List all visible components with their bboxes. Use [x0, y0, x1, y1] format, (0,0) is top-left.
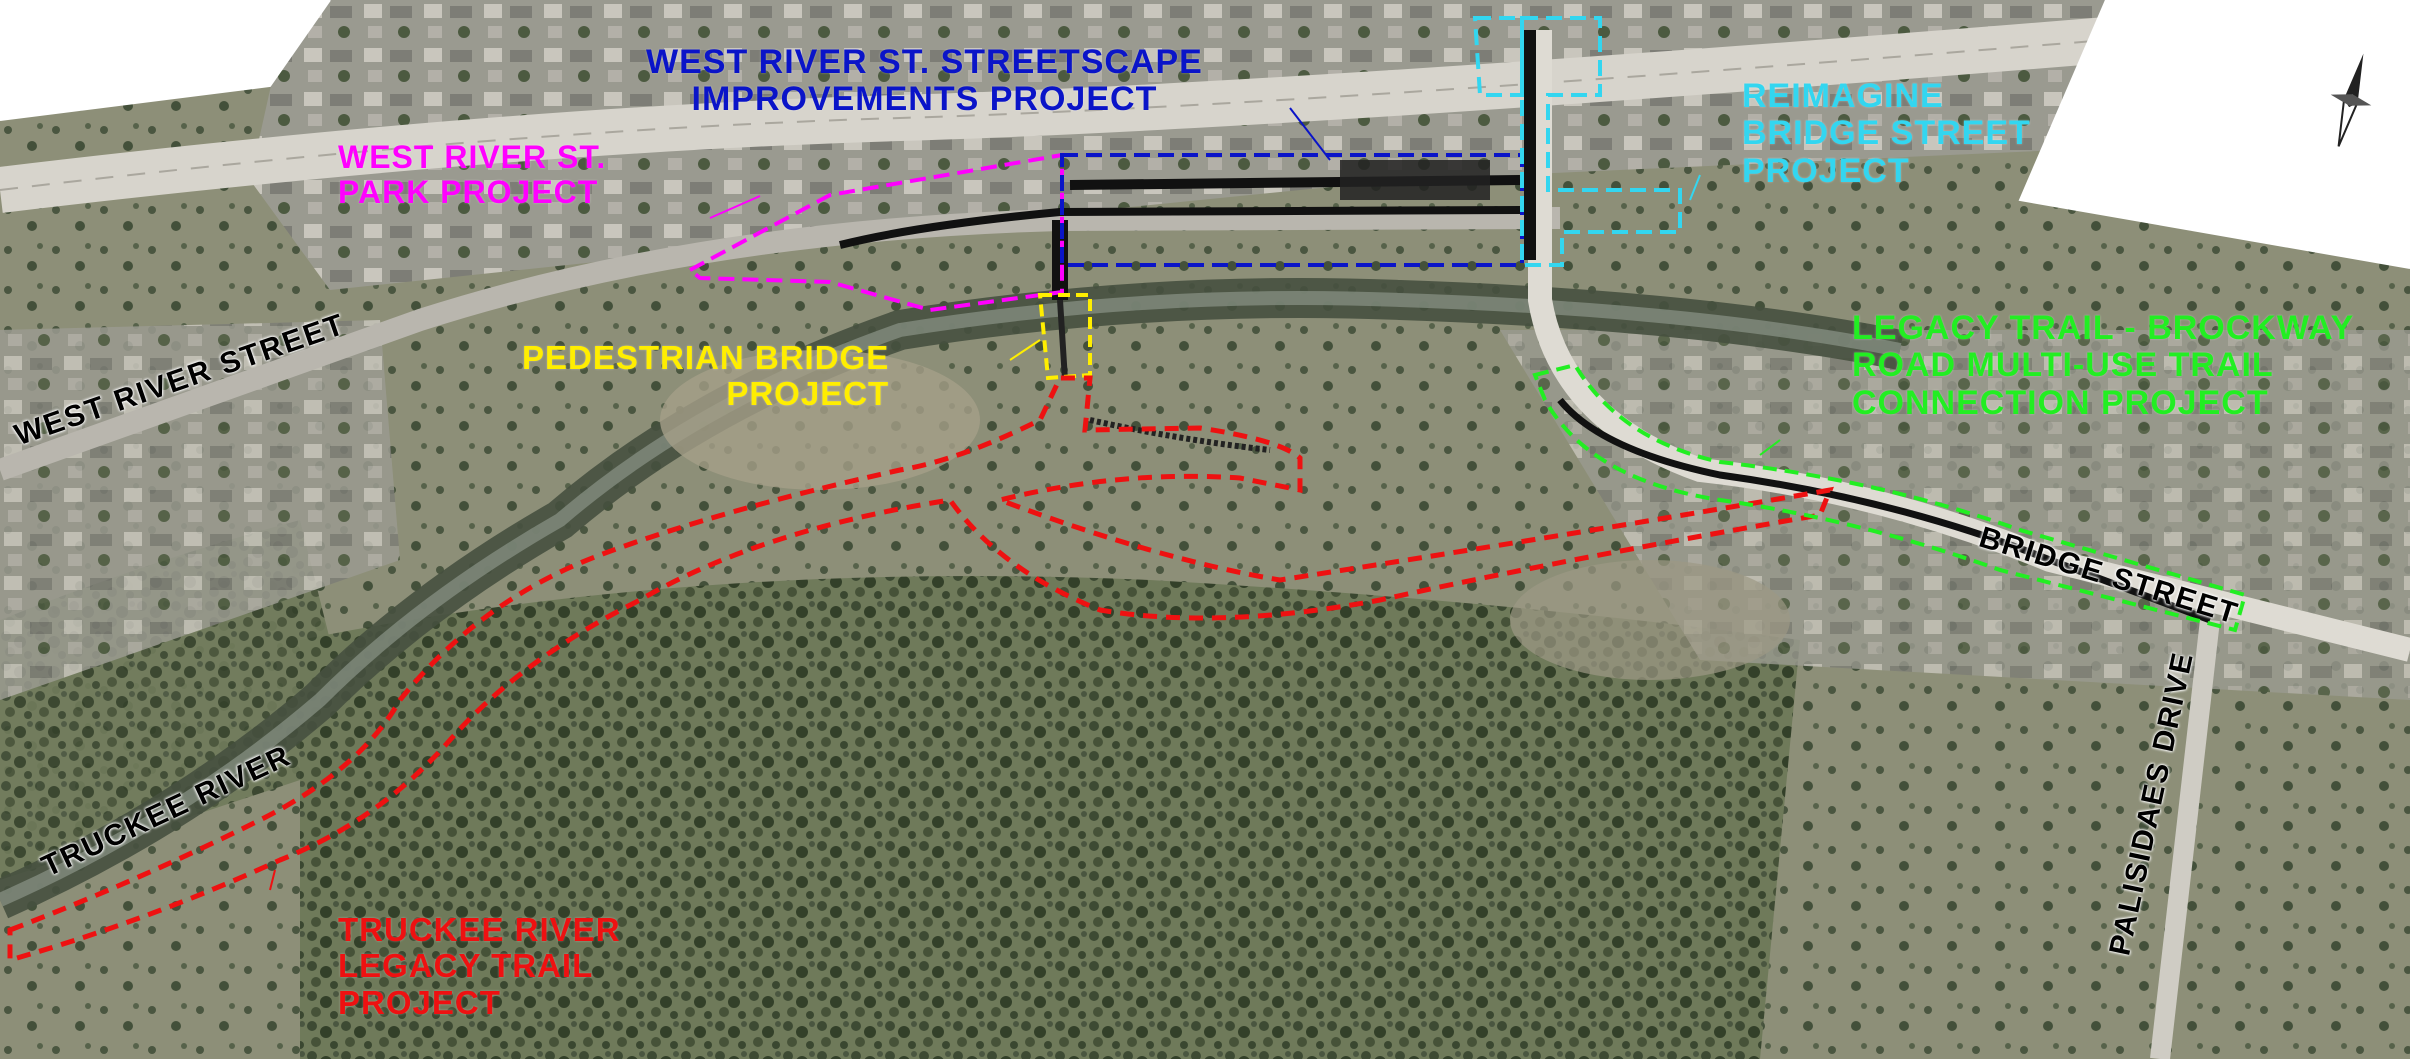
brockway-connection-label-line-1: LEGACY TRAIL - BROCKWAY [1852, 309, 2355, 347]
park-project-outline [686, 152, 1064, 313]
legacy-trail-label: TRUCKEE RIVER LEGACY TRAIL PROJECT [338, 911, 621, 1021]
brockway-connection-label-line-2: ROAD MULTI-USE TRAIL [1852, 346, 2274, 385]
bridge-street-project-outline [1520, 16, 1682, 267]
bridge-street-project-label: REIMAGINE BRIDGE STREET PROJECT [1742, 77, 2031, 190]
bridge-street-project-label-line-3: PROJECT [1742, 151, 1910, 190]
legacy-trail-label-line-3: PROJECT [338, 983, 501, 1021]
park-project-label-line-2: PARK PROJECT [338, 174, 599, 211]
park-project-label-line-1: WEST RIVER ST. [338, 139, 607, 175]
brockway-connection-label-line-3: CONNECTION PROJECT [1852, 383, 2269, 422]
streetscape-project-outline [1060, 153, 1524, 267]
brockway-connection-outline [1532, 362, 2248, 633]
pedestrian-bridge-label: PEDESTRIAN BRIDGE PROJECT [522, 339, 890, 413]
pedestrian-bridge-label-line-1: PEDESTRIAN BRIDGE [522, 339, 890, 376]
legacy-trail-label-line-2: LEGACY TRAIL [338, 947, 594, 985]
streetscape-project-label: WEST RIVER ST. STREETSCAPE IMPROVEMENTS … [646, 43, 1203, 119]
bridge-street-project-label-line-2: BRIDGE STREET [1742, 114, 2031, 153]
pedestrian-bridge-outline [1037, 293, 1092, 381]
pedestrian-bridge-label-line-2: PROJECT [726, 375, 890, 413]
legacy-trail-outline [7, 375, 1834, 964]
compass-north-arrow-icon [2330, 53, 2372, 147]
bridge-street-project-label-line-1: REIMAGINE [1742, 77, 1944, 115]
legacy-trail-label-line-1: TRUCKEE RIVER [338, 911, 621, 948]
park-project-label: WEST RIVER ST. PARK PROJECT [338, 139, 607, 211]
streetscape-project-label-line-1: WEST RIVER ST. STREETSCAPE [646, 43, 1203, 81]
streetscape-project-label-line-2: IMPROVEMENTS PROJECT [691, 80, 1158, 119]
brockway-connection-label: LEGACY TRAIL - BROCKWAY ROAD MULTI-USE T… [1852, 309, 2355, 422]
